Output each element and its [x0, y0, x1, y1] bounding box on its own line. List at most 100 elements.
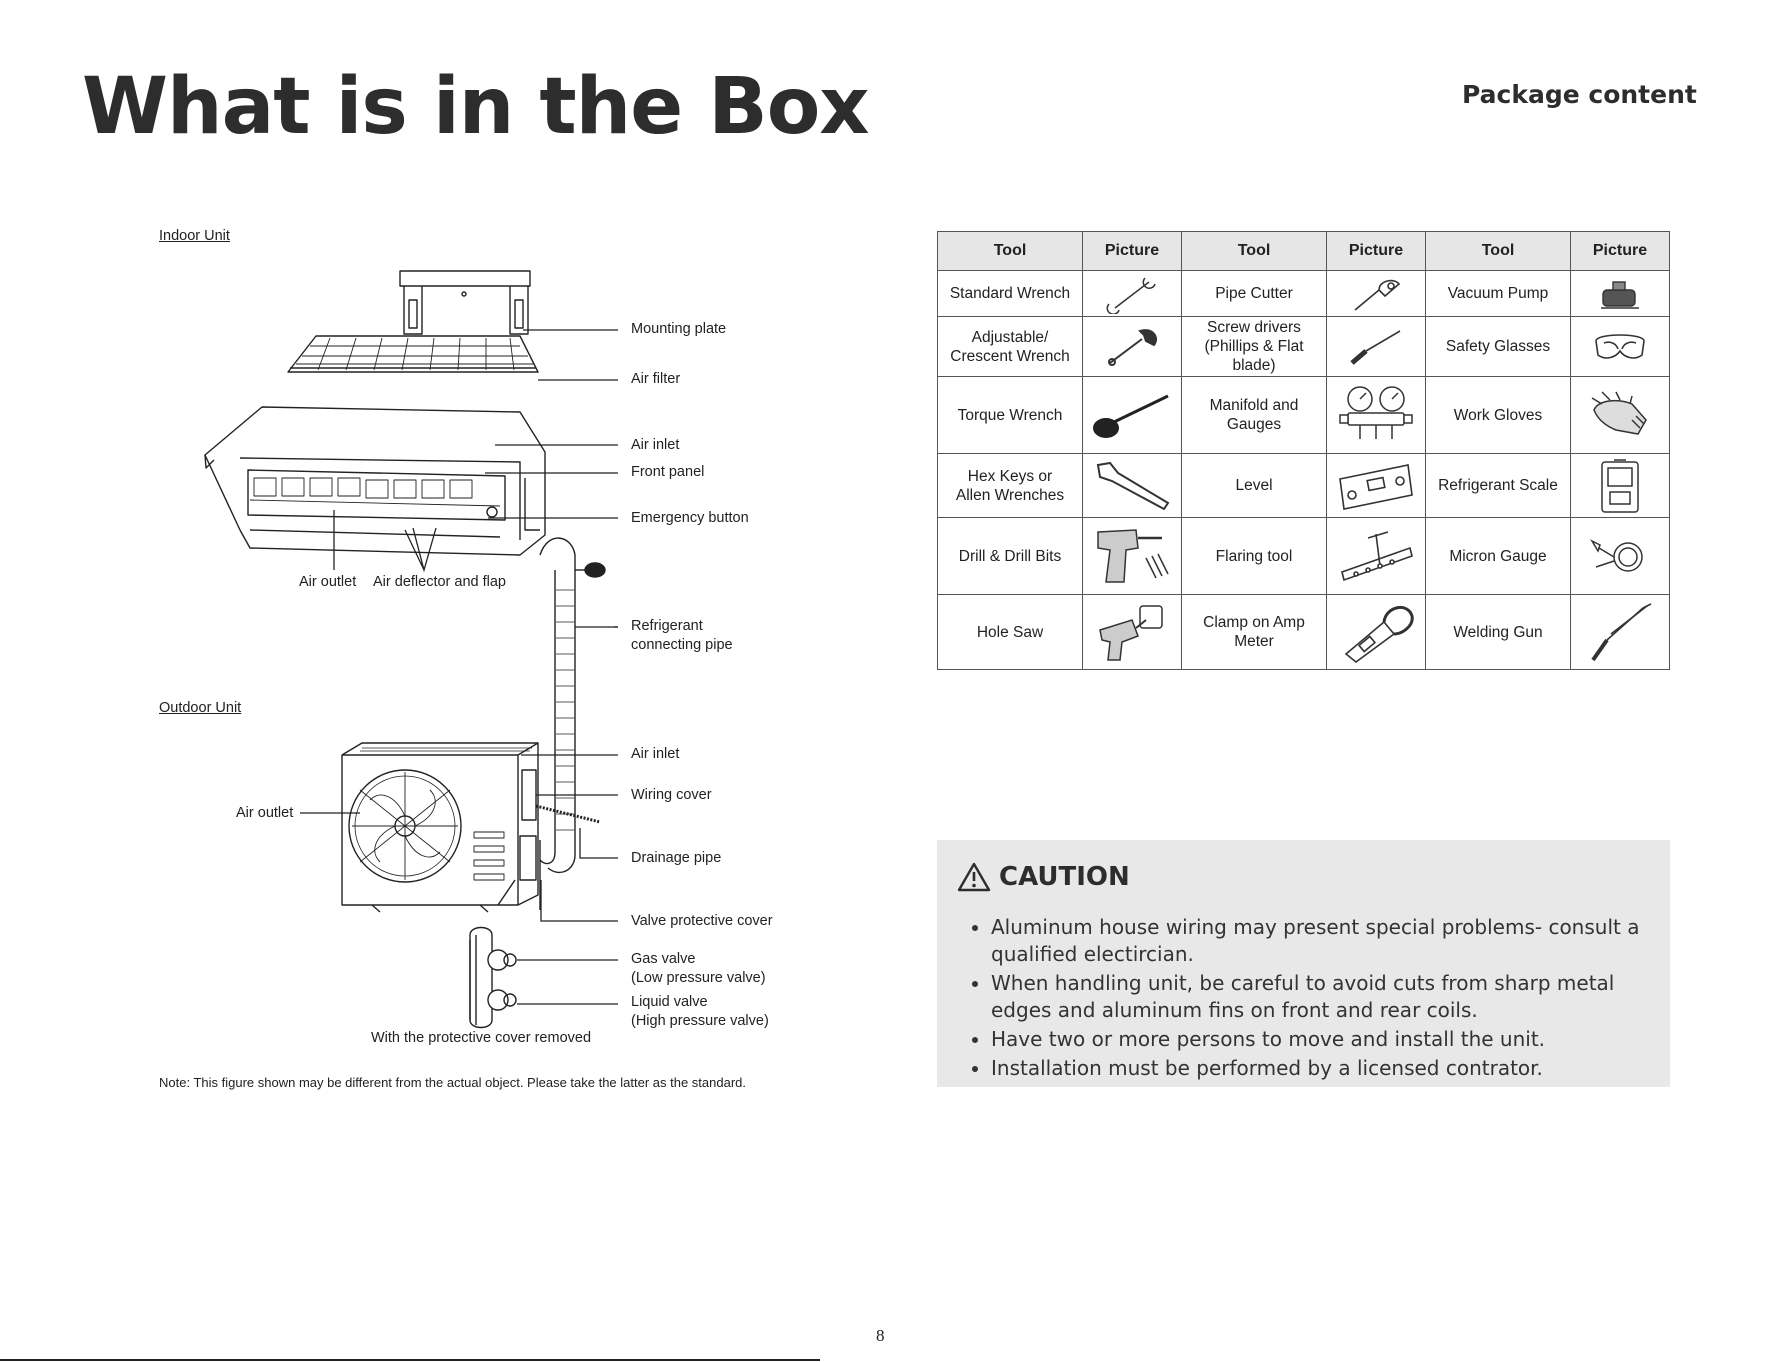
micron-gauge-icon — [1590, 539, 1643, 572]
table-header-row: Tool Picture Tool Picture Tool Picture — [937, 231, 1670, 271]
tool-name: Welding Gun — [1425, 594, 1571, 670]
tool-name: Work Gloves — [1425, 376, 1571, 454]
tool-picture — [1326, 376, 1426, 454]
callout-front-panel: Front panel — [631, 464, 705, 480]
callout-air-outlet-indoor: Air outlet — [299, 574, 357, 590]
header-picture: Picture — [1326, 231, 1426, 271]
header-tool: Tool — [937, 231, 1083, 271]
table-row: Adjustable/ Crescent Wrench Screw driver… — [937, 316, 1670, 377]
section-label: Package content — [1462, 80, 1697, 109]
tool-picture — [1082, 453, 1182, 518]
callout-drainage-pipe: Drainage pipe — [631, 850, 722, 866]
callout-liquid-valve: Liquid valve (High pressure valve) — [631, 994, 769, 1029]
callout-emergency-button: Emergency button — [631, 510, 749, 526]
callout-air-filter: Air filter — [631, 371, 681, 387]
tool-name: Refrigerant Scale — [1425, 453, 1571, 518]
caution-box: CAUTION Aluminum house wiring may presen… — [937, 840, 1670, 1087]
tool-name: Screw drivers (Phillips & Flat blade) — [1181, 316, 1327, 377]
callout-air-deflector: Air deflector and flap — [373, 574, 506, 590]
header-tool: Tool — [1181, 231, 1327, 271]
tool-name: Pipe Cutter — [1181, 270, 1327, 317]
tool-name: Drill & Drill Bits — [937, 517, 1083, 595]
indoor-unit-label: Indoor Unit — [159, 228, 230, 244]
tool-name: Manifold and Gauges — [1181, 376, 1327, 454]
callout-valve-cover: Valve protective cover — [631, 913, 773, 929]
tool-name: Torque Wrench — [937, 376, 1083, 454]
level-icon — [1339, 463, 1413, 510]
table-row: Hex Keys or Allen Wrenches Level Refrige… — [937, 453, 1670, 518]
wrench-icon — [1106, 276, 1156, 314]
callout-air-inlet-outdoor: Air inlet — [631, 746, 680, 762]
tool-picture — [1570, 517, 1670, 595]
refrigerant-pipe-drawing — [539, 537, 606, 873]
pipe-cutter-icon — [1354, 279, 1401, 311]
page-title: What is in the Box — [82, 62, 870, 152]
callout-air-outlet-outdoor: Air outlet — [236, 805, 294, 821]
outdoor-unit-drawing — [341, 742, 601, 913]
tool-picture — [1570, 376, 1670, 454]
vacuum-pump-icon — [1601, 280, 1639, 309]
tool-picture — [1082, 376, 1182, 454]
callout-refrigerant-pipe: Refrigerant connecting pipe — [631, 618, 733, 653]
manifold-gauges-icon — [1339, 386, 1413, 439]
caution-item: When handling unit, be careful to avoid … — [991, 970, 1681, 1024]
callout-mounting-plate: Mounting plate — [631, 321, 727, 337]
flaring-tool-icon — [1341, 531, 1413, 582]
clamp-meter-icon — [1344, 606, 1414, 664]
tool-table: Tool Picture Tool Picture Tool Picture S… — [937, 231, 1670, 670]
tool-name: Hex Keys or Allen Wrenches — [937, 453, 1083, 518]
caution-header: CAUTION — [957, 862, 1130, 892]
air-filter-drawing — [287, 335, 539, 373]
tool-picture — [1082, 270, 1182, 317]
caution-item: Aluminum house wiring may present specia… — [991, 914, 1681, 968]
tool-picture — [1326, 453, 1426, 518]
tool-name: Hole Saw — [937, 594, 1083, 670]
welding-gun-icon — [1591, 603, 1652, 662]
hex-key-icon — [1096, 461, 1170, 510]
adjustable-wrench-icon — [1108, 328, 1158, 366]
indoor-unit-drawing — [204, 406, 546, 556]
tool-picture — [1082, 316, 1182, 377]
tool-name: Level — [1181, 453, 1327, 518]
valve-closeup-drawing — [469, 840, 541, 1029]
warning-triangle-icon — [957, 862, 991, 892]
drill-icon — [1097, 529, 1169, 583]
tool-name: Clamp on Amp Meter — [1181, 594, 1327, 670]
header-picture: Picture — [1082, 231, 1182, 271]
callout-air-inlet-indoor: Air inlet — [631, 437, 680, 453]
tool-picture — [1082, 517, 1182, 595]
hole-saw-icon — [1099, 605, 1163, 661]
safety-glasses-icon — [1595, 333, 1645, 359]
bottom-rule — [0, 1359, 820, 1361]
refrigerant-scale-icon — [1601, 458, 1639, 513]
outdoor-unit-label: Outdoor Unit — [159, 700, 242, 716]
tool-name: Safety Glasses — [1425, 316, 1571, 377]
callout-wiring-cover: Wiring cover — [631, 787, 712, 803]
tool-name: Micron Gauge — [1425, 517, 1571, 595]
caution-item: Installation must be performed by a lice… — [991, 1055, 1681, 1082]
air-conditioner-exploded-diagram — [204, 270, 618, 1029]
caution-title: CAUTION — [999, 862, 1130, 892]
caution-list: Aluminum house wiring may present specia… — [973, 914, 1681, 1084]
caution-item: Have two or more persons to move and ins… — [991, 1026, 1681, 1053]
table-row: Standard Wrench Pipe Cutter Vacuum Pump — [937, 270, 1670, 317]
tool-picture — [1326, 517, 1426, 595]
torque-wrench-icon — [1093, 394, 1169, 438]
tool-picture — [1082, 594, 1182, 670]
tool-picture — [1570, 453, 1670, 518]
table-row: Drill & Drill Bits Flaring tool Micron G… — [937, 517, 1670, 595]
tool-picture — [1326, 270, 1426, 317]
figure-note: Note: This figure shown may be different… — [159, 1075, 747, 1090]
table-row: Torque Wrench Manifold and Gauges Work G… — [937, 376, 1670, 454]
tool-picture — [1570, 316, 1670, 377]
page-number: 8 — [876, 1326, 885, 1345]
tool-picture — [1570, 594, 1670, 670]
tool-name: Flaring tool — [1181, 517, 1327, 595]
tool-name: Adjustable/ Crescent Wrench — [937, 316, 1083, 377]
tool-name: Standard Wrench — [937, 270, 1083, 317]
header-tool: Tool — [1425, 231, 1571, 271]
mounting-plate-drawing — [399, 270, 531, 335]
tool-picture — [1326, 594, 1426, 670]
tool-picture — [1570, 270, 1670, 317]
unit-diagram: Indoor Unit Outdoor Unit Mounting plate … — [0, 0, 880, 1100]
